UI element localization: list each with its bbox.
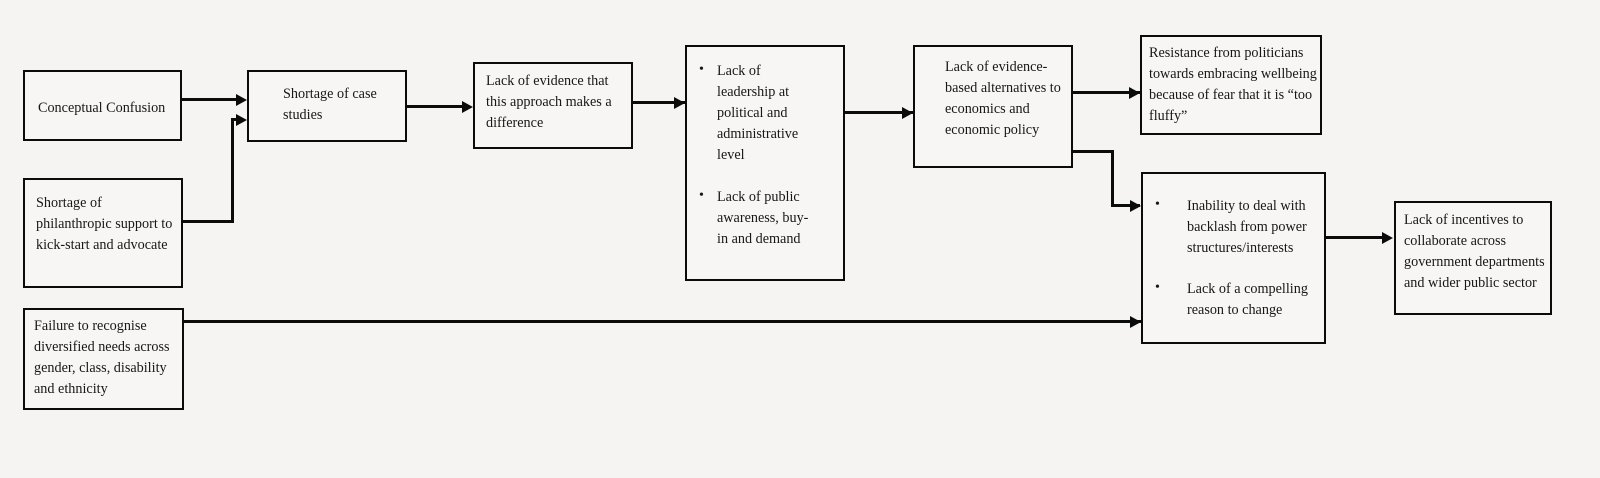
connector-philanthropic-riser (231, 118, 234, 223)
connector-evidence-based-alternatives-down-exit (1073, 150, 1114, 153)
arrowhead-into-shortage-case-studies-bottom (236, 113, 247, 126)
node-resistance-politicians[interactable]: Resistance from politicians towards embr… (1140, 35, 1322, 135)
arrowhead-into-backlash-compelling-top (1130, 199, 1141, 212)
node-leadership-awareness[interactable]: Lack of leadership at political and admi… (685, 45, 845, 281)
bullet-lack-of-leadership: Lack of leadership at political and admi… (687, 60, 843, 165)
arrowhead-into-lack-incentives (1382, 231, 1393, 244)
node-resistance-politicians-label: Resistance from politicians towards embr… (1149, 45, 1317, 124)
node-lack-of-evidence-label: Lack of evidence that this approach make… (486, 73, 612, 131)
node-lack-incentives[interactable]: Lack of incentives to collaborate across… (1394, 201, 1552, 315)
connector-conceptual-confusion-to-shortage-case-studies (182, 98, 236, 101)
node-lack-of-evidence[interactable]: Lack of evidence that this approach make… (473, 62, 633, 149)
bullet-inability-backlash: Inability to deal with backlash from pow… (1143, 195, 1324, 259)
node-leadership-awareness-list: Lack of leadership at political and admi… (687, 60, 843, 250)
node-shortage-case-studies-label: Shortage of case studies (283, 86, 377, 123)
connector-lack-of-evidence-to-leadership-awareness (633, 101, 685, 104)
connector-evidence-based-alternatives-down-riser (1111, 150, 1114, 207)
node-shortage-philanthropic-label: Shortage of philanthropic support to kic… (36, 195, 173, 253)
node-evidence-based-alternatives[interactable]: Lack of evidence- based alternatives to … (913, 45, 1073, 168)
connector-evidence-based-alternatives-down-approach (1111, 204, 1140, 207)
bullet-lack-of-public-awareness: Lack of public awareness, buy- in and de… (687, 186, 843, 250)
node-shortage-case-studies[interactable]: Shortage of case studies (247, 70, 407, 142)
node-evidence-based-alternatives-label: Lack of evidence- based alternatives to … (945, 59, 1061, 138)
connector-shortage-case-studies-to-lack-of-evidence (407, 105, 464, 108)
arrowhead-into-resistance-politicians (1129, 86, 1140, 99)
node-conceptual-confusion[interactable]: Conceptual Confusion (23, 70, 182, 141)
arrowhead-into-shortage-case-studies-top (236, 93, 247, 106)
connector-evidence-based-alternatives-to-resistance-politicians (1073, 91, 1140, 94)
connector-backlash-compelling-to-lack-incentives (1326, 236, 1384, 239)
connector-philanthropic-approach (231, 118, 238, 121)
node-shortage-philanthropic[interactable]: Shortage of philanthropic support to kic… (23, 178, 183, 288)
connector-philanthropic-exit (183, 220, 234, 223)
arrowhead-into-leadership-awareness (674, 96, 685, 109)
node-backlash-compelling-list: Inability to deal with backlash from pow… (1143, 195, 1324, 321)
connector-leadership-awareness-to-evidence-based-alternatives (845, 111, 913, 114)
node-lack-incentives-label: Lack of incentives to collaborate across… (1404, 212, 1545, 291)
connector-failure-recognise-to-backlash-compelling (184, 320, 1141, 323)
node-failure-recognise[interactable]: Failure to recognise diversified needs a… (23, 308, 184, 410)
bullet-lack-compelling-reason: Lack of a compelling reason to change (1143, 278, 1324, 321)
node-backlash-compelling[interactable]: Inability to deal with backlash from pow… (1141, 172, 1326, 344)
arrowhead-into-evidence-based-alternatives (902, 106, 913, 119)
node-conceptual-confusion-label: Conceptual Confusion (38, 100, 166, 116)
arrowhead-into-lack-of-evidence (462, 100, 473, 113)
arrowhead-into-backlash-compelling-bottom (1130, 315, 1141, 328)
node-failure-recognise-label: Failure to recognise diversified needs a… (34, 318, 170, 397)
